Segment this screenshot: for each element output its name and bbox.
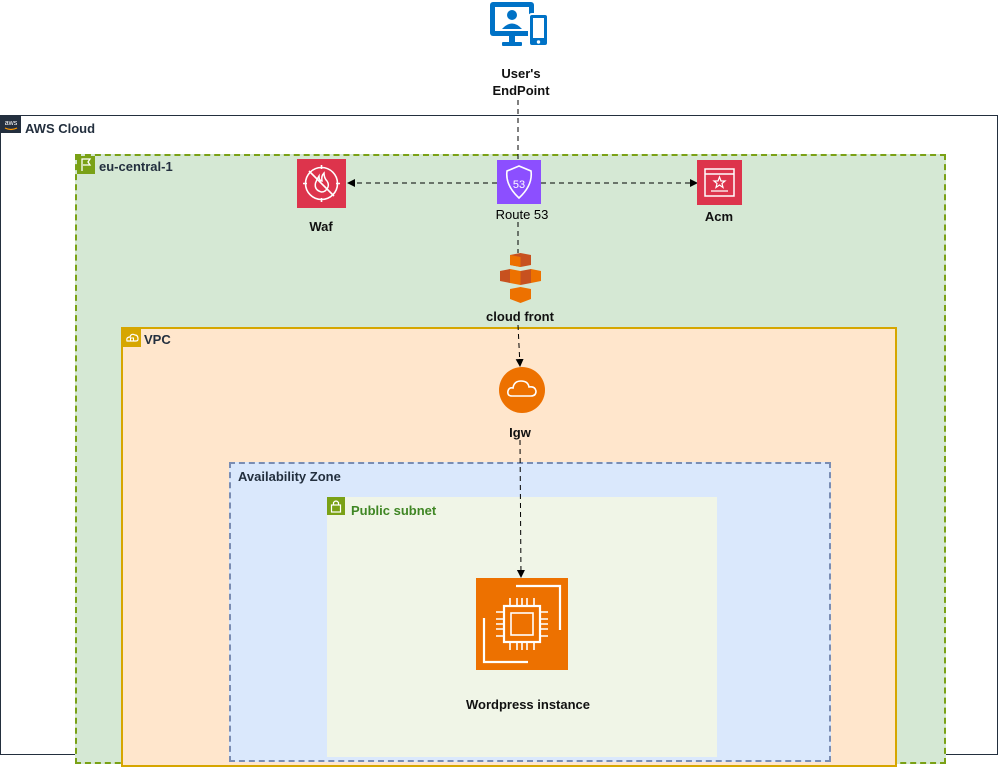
igw-icon[interactable] <box>499 367 545 413</box>
ec2-instance-icon[interactable] <box>476 578 568 670</box>
route53-icon[interactable]: 53 <box>497 160 541 204</box>
route53-label: Route 53 <box>495 207 549 222</box>
vpc-title: VPC <box>144 332 171 347</box>
waf-icon[interactable] <box>297 159 346 208</box>
svg-text:aws: aws <box>5 120 18 127</box>
igw-label: Igw <box>509 425 531 440</box>
public-subnet-title: Public subnet <box>351 503 437 518</box>
instance-label: Wordpress instance <box>465 697 591 712</box>
cloudfront-label: cloud front <box>486 309 554 324</box>
availability-zone-title: Availability Zone <box>238 469 341 484</box>
user-endpoint-icon <box>488 0 550 48</box>
svg-text:53: 53 <box>513 179 525 191</box>
region-flag-icon <box>77 156 95 174</box>
edge-cloudfront-igw <box>515 324 524 367</box>
aws-cloud-title: AWS Cloud <box>25 121 96 136</box>
acm-label: Acm <box>704 209 734 224</box>
waf-label: Waf <box>309 219 333 234</box>
vpc-icon <box>123 329 141 347</box>
connectors <box>347 100 698 578</box>
lock-icon <box>327 497 345 515</box>
cloudfront-icon[interactable] <box>496 253 545 303</box>
region-title: eu-central-1 <box>99 159 173 174</box>
aws-logo-icon: aws <box>1 116 21 133</box>
edge-igw-instance <box>516 439 525 578</box>
acm-icon[interactable] <box>697 160 742 205</box>
